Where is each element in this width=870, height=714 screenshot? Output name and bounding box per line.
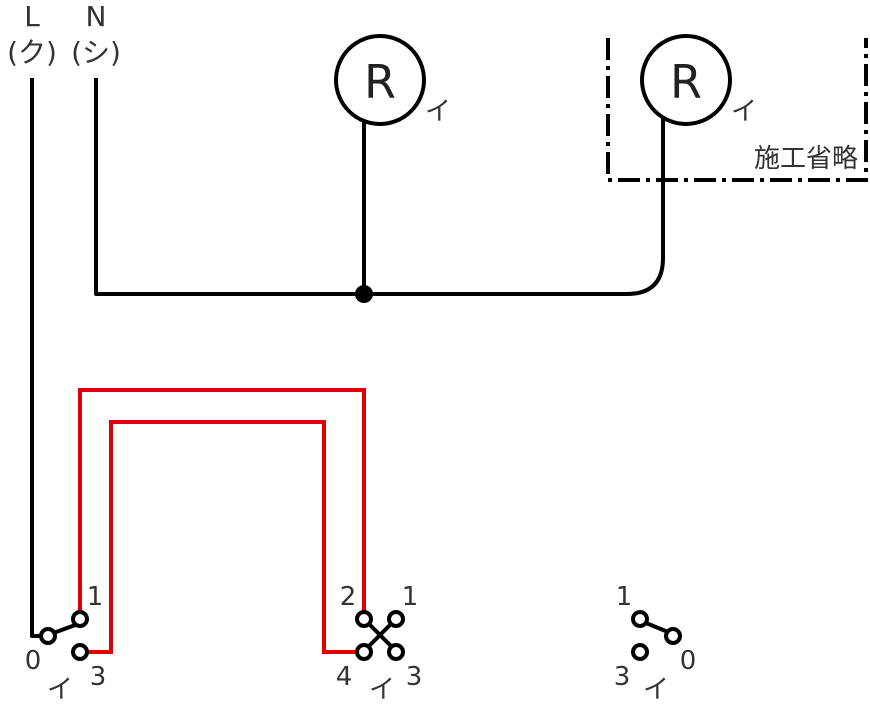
switch-3-terminal-3 bbox=[631, 643, 649, 661]
line-wire bbox=[30, 78, 44, 638]
omitted-boundary bbox=[606, 38, 868, 182]
switch-1-label-0: 0 bbox=[25, 646, 42, 676]
switch-2-terminal-3 bbox=[387, 643, 405, 661]
switch-1-terminal-3 bbox=[71, 643, 89, 661]
switch-2-label-4: 4 bbox=[336, 662, 353, 692]
line-letter: L bbox=[24, 0, 40, 33]
lamp-1-mark: イ bbox=[425, 97, 451, 127]
omitted-label: 施工省略 bbox=[754, 144, 858, 174]
traveler-1 bbox=[78, 388, 366, 612]
switch-3-lever bbox=[645, 621, 669, 634]
switch-1-label-1: 1 bbox=[87, 582, 104, 612]
neutral-wire bbox=[94, 78, 665, 296]
switch-1-terminal-0 bbox=[39, 627, 57, 645]
switch-2-label-2: 2 bbox=[340, 582, 357, 612]
switch-2-label-3: 3 bbox=[406, 662, 423, 692]
switch-3-terminal-0 bbox=[664, 627, 682, 645]
lamp-1-symbol: R bbox=[364, 55, 396, 109]
switch-2-label-1: 1 bbox=[402, 582, 419, 612]
switch-3-mark: イ bbox=[643, 675, 669, 705]
switch-2-mark: イ bbox=[369, 675, 395, 705]
line-kana: (ク) bbox=[7, 36, 57, 69]
switch-3-terminal-1 bbox=[631, 610, 649, 628]
black-wires bbox=[30, 78, 665, 638]
lamp-2: R イ bbox=[640, 34, 757, 127]
switch-1-label-3: 3 bbox=[90, 662, 107, 692]
switch-2-terminal-4 bbox=[355, 643, 373, 661]
switch-2: 2 1 4 3 イ bbox=[336, 582, 423, 705]
lamp-2-mark: イ bbox=[731, 97, 757, 127]
switch-1-terminal-1 bbox=[71, 610, 89, 628]
switch-1-mark: イ bbox=[47, 675, 73, 705]
lamp-2-circle bbox=[640, 34, 732, 126]
junction-dot bbox=[355, 285, 373, 303]
switch-2-link-b bbox=[367, 622, 393, 648]
switch-3-label-3: 3 bbox=[614, 662, 631, 692]
lamp-1-circle bbox=[334, 34, 426, 126]
switch-1: 0 1 3 イ bbox=[25, 582, 107, 705]
lamp-1: R イ bbox=[334, 34, 451, 127]
neutral-kana: (シ) bbox=[71, 36, 121, 69]
neutral-letter: N bbox=[86, 0, 107, 33]
lamp-2-symbol: R bbox=[670, 55, 702, 109]
traveler-wires bbox=[78, 388, 366, 654]
switch-2-terminal-2 bbox=[355, 610, 373, 628]
switch-3-label-0: 0 bbox=[680, 646, 697, 676]
switch-3: 1 3 0 イ bbox=[614, 582, 697, 705]
switch-2-terminal-1 bbox=[387, 610, 405, 628]
switch-3-label-1: 1 bbox=[616, 582, 633, 612]
traveler-2 bbox=[80, 420, 356, 654]
